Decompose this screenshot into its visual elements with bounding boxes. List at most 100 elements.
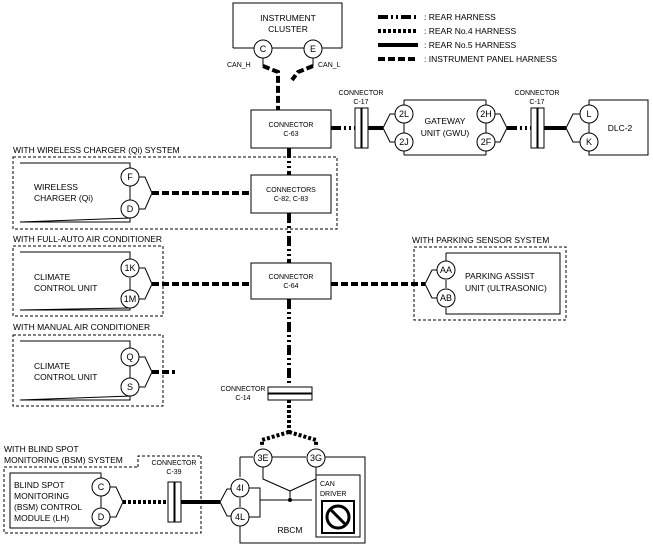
pin-d-bsm-label: D	[98, 512, 105, 522]
rbcm-internal-can	[262, 467, 317, 500]
harness-no4-to-3g	[288, 430, 318, 447]
pin-3g-label: 3G	[310, 453, 322, 463]
legend-no4-label: : REAR No.4 HARNESS	[424, 26, 516, 36]
pin-k-dlc	[579, 132, 599, 152]
connector-c17-right-label-1: CONNECTOR	[515, 90, 560, 97]
pin-2l-label: 2L	[399, 109, 409, 119]
wireless-split	[139, 176, 153, 210]
connector-c14-label-1: CONNECTOR	[221, 386, 266, 393]
gateway-label-1: GATEWAY	[425, 116, 466, 126]
auto-ac-label-1: CLIMATE	[34, 272, 71, 282]
manual-ac-split	[139, 356, 153, 388]
connector-c17-right-b	[537, 107, 545, 149]
pin-l-dlc	[579, 104, 599, 124]
harness-no4-to-3e	[260, 430, 290, 447]
connector-c17-right-label-2: C-17	[529, 99, 544, 106]
auto-ac-group-title: WITH FULL-AUTO AIR CONDITIONER	[13, 234, 162, 244]
legend-no5-label: : REAR No.5 HARNESS	[424, 40, 516, 50]
manual-ac-box	[19, 340, 131, 401]
instrument-cluster: INSTRUMENT CLUSTER C E CAN_H CAN_L	[227, 2, 343, 69]
instrument-cluster-label-2: CLUSTER	[268, 24, 308, 34]
pin-2f-label: 2F	[481, 137, 492, 147]
rbcm-internal-bsm	[249, 487, 312, 518]
parking-assist-label-2: UNIT (ULTRASONIC)	[465, 283, 547, 293]
connector-c82-label-2: C-82, C-83	[274, 196, 308, 203]
connector-c82-label-1: CONNECTORS	[266, 187, 316, 194]
bsm-group-frame	[3, 456, 202, 534]
manual-ac-group-title: WITH MANUAL AIR CONDITIONER	[13, 322, 150, 332]
instrument-cluster-label-1: INSTRUMENT	[260, 13, 316, 23]
wireless-group-frame	[12, 156, 338, 230]
auto-ac-box	[19, 251, 131, 311]
connector-c39-b	[174, 481, 182, 523]
gateway-split-right	[495, 113, 508, 143]
pin-d-wireless-label: D	[127, 204, 134, 214]
pin-ab-label: AB	[440, 293, 452, 303]
legend-ip-label: : INSTRUMENT PANEL HARNESS	[424, 54, 557, 64]
wireless-charger-label-2: CHARGER (Qi)	[34, 193, 93, 203]
pin-4i-label: 4I	[236, 483, 244, 493]
connector-c64-label-2: C-64	[283, 283, 298, 290]
rbcm-left-split	[219, 488, 231, 517]
bsm-label-2: MONITORING	[14, 491, 69, 501]
pin-f-wireless-label: F	[127, 172, 133, 182]
pin-c-instrument-label: C	[260, 44, 267, 54]
bsm-label-3: (BSM) CONTROL	[14, 502, 82, 512]
connector-c39-label-1: CONNECTOR	[152, 460, 197, 467]
connector-c17-right-a	[530, 107, 538, 149]
rbcm: 3E 3G 4I 4L CAN DRIVER RBCM	[230, 448, 366, 544]
pin-1k-label: 1K	[124, 263, 135, 273]
wireless-group-title: WITH WIRELESS CHARGER (Qi) SYSTEM	[13, 145, 180, 155]
legend: : REAR HARNESS : REAR No.4 HARNESS : REA…	[378, 12, 557, 64]
pin-aa-label: AA	[440, 265, 452, 275]
pin-k-dlc-label: K	[586, 137, 592, 147]
parking-assist-label-1: PARKING ASSIST	[465, 271, 535, 281]
manual-ac-label-2: CONTROL UNIT	[34, 372, 97, 382]
pin-2j	[394, 132, 414, 152]
harness-ip-can-h	[262, 64, 280, 110]
connector-c82-c83	[250, 174, 332, 214]
gateway-split-left	[382, 113, 395, 143]
manual-ac-label-1: CLIMATE	[34, 361, 71, 371]
bsm-label-1: BLIND SPOT	[14, 480, 65, 490]
auto-ac-label-2: CONTROL UNIT	[34, 283, 97, 293]
bsm-group-title-2: MONITORING (BSM) SYSTEM	[4, 455, 123, 465]
connector-c39-a	[167, 481, 175, 523]
pin-c-bsm-label: C	[98, 482, 105, 492]
pin-l-dlc-label: L	[586, 109, 591, 119]
connector-c64-label-1: CONNECTOR	[269, 274, 314, 281]
auto-ac-split	[139, 267, 153, 300]
gateway-box	[403, 99, 487, 156]
connector-c17-left-label-1: CONNECTOR	[339, 90, 384, 97]
rbcm-label: RBCM	[277, 525, 302, 535]
harness-ip-can-l	[290, 64, 314, 82]
dlc-label: DLC-2	[608, 123, 633, 133]
bsm-group-title-1: WITH BLIND SPOT	[4, 444, 79, 454]
pin-aa	[436, 260, 456, 280]
connector-c14-b	[267, 393, 313, 401]
can-driver-label-2: DRIVER	[320, 491, 346, 498]
rbcm-box	[239, 456, 366, 544]
legend-rear-label: : REAR HARNESS	[424, 12, 496, 22]
connector-c63-label-1: CONNECTOR	[269, 122, 314, 129]
bsm-split	[110, 486, 124, 518]
no-symbol-icon	[325, 504, 351, 530]
pin-2l	[394, 104, 414, 124]
pin-e-instrument-label: E	[310, 44, 316, 54]
no-symbol-slash	[328, 507, 348, 527]
can-driver-label-1: CAN	[320, 481, 335, 488]
pin-2j-label: 2J	[399, 137, 409, 147]
gateway-unit: 2L 2J 2H 2F GATEWAY UNIT (GWU)	[394, 99, 496, 156]
pin-3e-label: 3E	[257, 453, 268, 463]
connector-c17-left-a	[354, 107, 362, 149]
rbcm-splice-dot	[288, 498, 292, 502]
pin-ab	[436, 288, 456, 308]
auto-ac-group-frame	[12, 245, 164, 317]
wireless-charger-box	[19, 162, 131, 223]
pin-1m-label: 1M	[124, 294, 137, 304]
parking-split	[424, 269, 437, 299]
connector-c17-left-label-2: C-17	[353, 99, 368, 106]
dlc-2: L K DLC-2	[579, 99, 649, 156]
connector-c14-label-2: C-14	[235, 395, 250, 402]
